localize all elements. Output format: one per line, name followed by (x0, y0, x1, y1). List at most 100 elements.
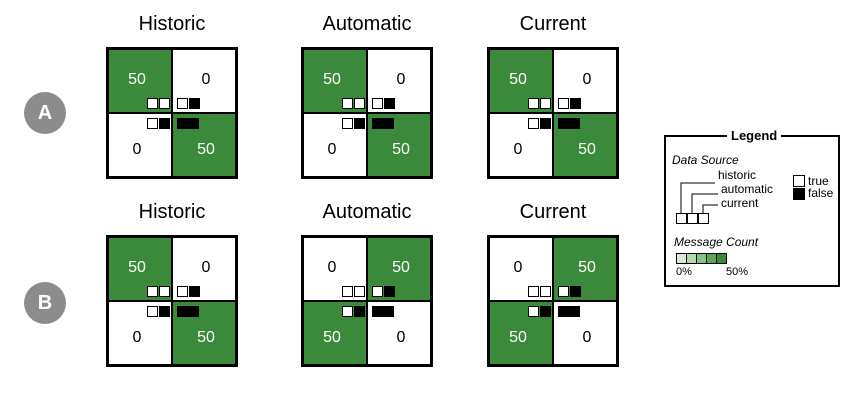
cell-count: 0 (132, 329, 142, 346)
panel-a-historic: Historic 50 0 0 50 (106, 13, 238, 179)
cell-count: 50 (392, 259, 410, 276)
false-box (540, 118, 551, 129)
matrix-cell-tr: 0 (553, 49, 617, 113)
message-count-heading: Message Count (674, 235, 759, 249)
matrix-cell-tl: 0 (489, 237, 553, 301)
source-indicator-group (147, 286, 170, 297)
true-box (354, 286, 365, 297)
row-badge-a: A (24, 92, 66, 134)
scale-min-label: 0% (676, 266, 692, 278)
cell-count: 50 (197, 329, 215, 346)
source-indicator-bar (177, 306, 199, 317)
true-label: true (808, 174, 829, 188)
false-box (540, 306, 551, 317)
true-box (177, 286, 188, 297)
data-source-heading: Data Source (672, 153, 739, 167)
cell-count: 50 (509, 71, 527, 88)
true-box (342, 286, 353, 297)
true-box (342, 118, 353, 129)
matrix-cell-tr: 0 (172, 49, 236, 113)
panel-title: Historic (138, 201, 206, 223)
source-indicator-group (372, 286, 395, 297)
source-indicator-group (147, 306, 170, 317)
cell-count: 0 (396, 329, 406, 346)
matrix-cell-tl: 50 (489, 49, 553, 113)
source-indicator-group (372, 98, 395, 109)
confusion-matrix: 50 0 0 50 (106, 47, 238, 179)
matrix-cell-br: 0 (367, 301, 431, 365)
source-indicator-group (342, 286, 365, 297)
matrix-cell-tr: 50 (553, 237, 617, 301)
cell-count: 50 (128, 71, 146, 88)
source-indicator-group (558, 286, 581, 297)
matrix-cell-br: 0 (553, 301, 617, 365)
true-box (372, 286, 383, 297)
source-indicator-group (528, 306, 551, 317)
panel-title: Historic (138, 13, 206, 35)
matrix-cell-tl: 0 (303, 237, 367, 301)
true-box (342, 306, 353, 317)
panel-b-historic: Historic 50 0 0 50 (106, 201, 238, 367)
matrix-cell-bl: 0 (303, 113, 367, 177)
cell-count: 50 (323, 71, 341, 88)
cell-count: 0 (396, 71, 406, 88)
false-box (384, 98, 395, 109)
confusion-matrix: 50 0 0 50 (301, 47, 433, 179)
cell-count: 0 (201, 71, 211, 88)
matrix-cell-br: 50 (367, 113, 431, 177)
source-label-historic: historic (718, 168, 757, 182)
panel-title: Automatic (322, 201, 412, 223)
true-box (147, 306, 158, 317)
true-box (528, 306, 539, 317)
matrix-cell-br: 50 (172, 301, 236, 365)
source-indicator-group (528, 118, 551, 129)
scale-max-label: 50% (726, 266, 749, 278)
matrix-cell-tl: 50 (108, 237, 172, 301)
true-box (147, 286, 158, 297)
cell-count: 50 (578, 141, 596, 158)
source-indicator-group (342, 118, 365, 129)
source-indicator-group (177, 286, 200, 297)
cell-count: 0 (201, 259, 211, 276)
panel-b-automatic: Automatic 0 50 50 0 (301, 201, 433, 367)
matrix-cell-tr: 0 (172, 237, 236, 301)
matrix-cell-br: 50 (553, 113, 617, 177)
matrix-cell-br: 50 (172, 113, 236, 177)
matrix-cell-tr: 50 (367, 237, 431, 301)
cell-count: 0 (327, 141, 337, 158)
true-box (177, 98, 188, 109)
false-box (159, 306, 170, 317)
cell-count: 0 (327, 259, 337, 276)
cell-count: 0 (132, 141, 142, 158)
true-box (528, 118, 539, 129)
false-box (159, 118, 170, 129)
matrix-cell-bl: 50 (489, 301, 553, 365)
cell-count: 0 (513, 259, 523, 276)
cell-count: 0 (582, 71, 592, 88)
false-box (189, 98, 200, 109)
row-badge-b: B (24, 282, 66, 324)
source-label-automatic: automatic (721, 182, 774, 196)
source-indicator-group (147, 118, 170, 129)
source-indicator-group (342, 98, 365, 109)
matrix-cell-tl: 50 (303, 49, 367, 113)
legend-title: Legend (727, 128, 782, 143)
panel-title: Current (519, 201, 587, 223)
cell-count: 50 (323, 329, 341, 346)
source-indicator-bar (372, 306, 394, 317)
cell-count: 0 (582, 329, 592, 346)
false-box (354, 306, 365, 317)
panel-a-automatic: Automatic 50 0 0 50 (301, 13, 433, 179)
panel-title: Automatic (322, 13, 412, 35)
panel-title: Current (519, 13, 587, 35)
false-box (570, 98, 581, 109)
source-indicator-group (528, 98, 551, 109)
matrix-cell-tl: 50 (108, 49, 172, 113)
true-box (159, 286, 170, 297)
cell-count: 50 (128, 259, 146, 276)
source-indicator-group (147, 98, 170, 109)
